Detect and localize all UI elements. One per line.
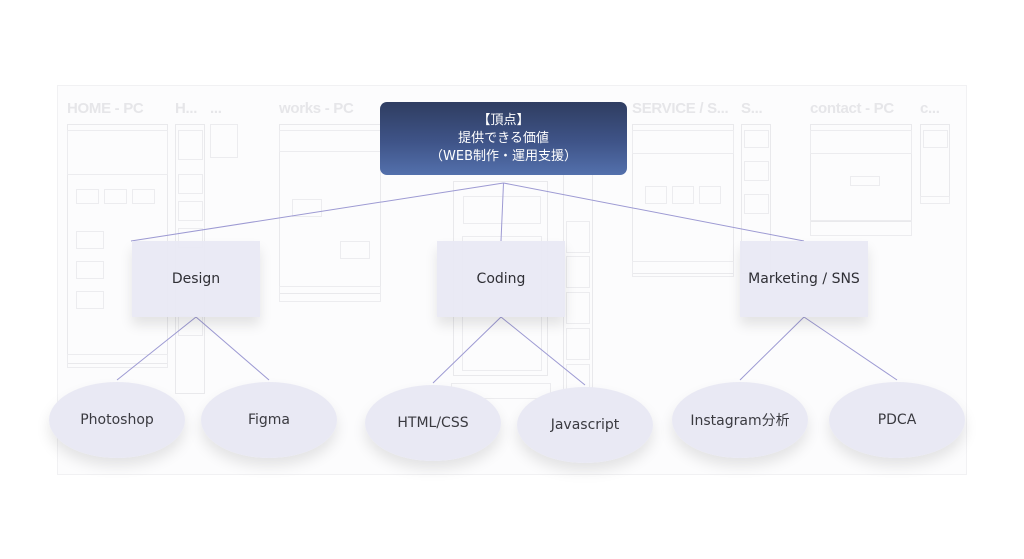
category-node-design[interactable]: Design — [132, 241, 260, 317]
skill-node-instagram-analysis[interactable]: Instagram分析 — [672, 382, 808, 458]
wireframe-box — [744, 194, 769, 214]
wireframe-box — [463, 196, 541, 224]
skill-label: Javascript — [550, 417, 620, 433]
skill-node-html-css[interactable]: HTML/CSS — [365, 385, 501, 461]
skill-node-figma[interactable]: Figma — [201, 382, 337, 458]
wireframe-frame — [810, 124, 912, 222]
wireframe-box — [340, 241, 370, 259]
wireframe-box — [672, 186, 694, 204]
wireframe-title: c... — [920, 100, 940, 117]
wireframe-box — [178, 201, 203, 221]
root-node[interactable]: 【頂点】 提供できる価値 （WEB制作・運用支援） — [380, 102, 627, 175]
root-node-line: （WEB制作・運用支援） — [430, 148, 577, 164]
wireframe-box — [566, 328, 590, 360]
wireframe-box — [632, 130, 734, 154]
root-node-line: 【頂点】 — [477, 112, 530, 128]
wireframe-box — [67, 354, 168, 368]
skill-label: Instagram分析 — [690, 413, 790, 429]
wireframe-box — [76, 189, 99, 204]
wireframe-title: SERVICE / S... — [632, 100, 729, 117]
category-label: Marketing / SNS — [748, 271, 860, 287]
wireframe-box — [76, 291, 104, 309]
wireframe-box — [810, 130, 912, 154]
wireframe-box — [292, 199, 322, 217]
skill-node-pdca[interactable]: PDCA — [829, 382, 965, 458]
wireframe-box — [76, 261, 104, 279]
wireframe-box — [645, 186, 667, 204]
wireframe-box — [920, 196, 950, 204]
wireframe-box — [744, 161, 769, 181]
category-label: Coding — [476, 271, 526, 287]
wireframe-box — [178, 130, 203, 160]
root-node-line: 提供できる価値 — [458, 130, 549, 146]
skill-node-javascript[interactable]: Javascript — [517, 387, 653, 463]
skill-node-photoshop[interactable]: Photoshop — [49, 382, 185, 458]
wireframe-box — [178, 174, 203, 194]
category-node-marketing[interactable]: Marketing / SNS — [740, 241, 868, 317]
skill-label: Photoshop — [80, 412, 154, 428]
skill-label: Figma — [247, 412, 291, 428]
wireframe-box — [850, 176, 880, 186]
wireframe-box — [566, 292, 590, 324]
wireframe-box — [632, 261, 734, 277]
wireframe-box — [178, 316, 203, 336]
skill-label: PDCA — [877, 412, 917, 428]
wireframe-title: S... — [741, 100, 763, 117]
wireframe-box — [923, 130, 948, 148]
wireframe-box — [76, 231, 104, 249]
wireframe-box — [67, 130, 168, 175]
wireframe-box — [566, 256, 590, 288]
category-label: Design — [171, 271, 221, 287]
wireframe-title: contact - PC — [810, 100, 894, 117]
wireframe-box — [744, 130, 769, 148]
wireframe-box — [104, 189, 127, 204]
wireframe-box — [132, 189, 155, 204]
category-node-coding[interactable]: Coding — [437, 241, 565, 317]
wireframe-title: works - PC — [279, 100, 354, 117]
wireframe-title: ... — [210, 100, 222, 117]
wireframe-box — [279, 130, 381, 152]
skill-label: HTML/CSS — [397, 415, 469, 431]
wireframe-box — [810, 220, 912, 236]
wireframe-box — [279, 286, 381, 302]
wireframe-title: H... — [175, 100, 198, 117]
wireframe-box — [699, 186, 721, 204]
wireframe-box — [210, 124, 238, 158]
wireframe-box — [566, 221, 590, 253]
wireframe-title: HOME - PC — [67, 100, 144, 117]
